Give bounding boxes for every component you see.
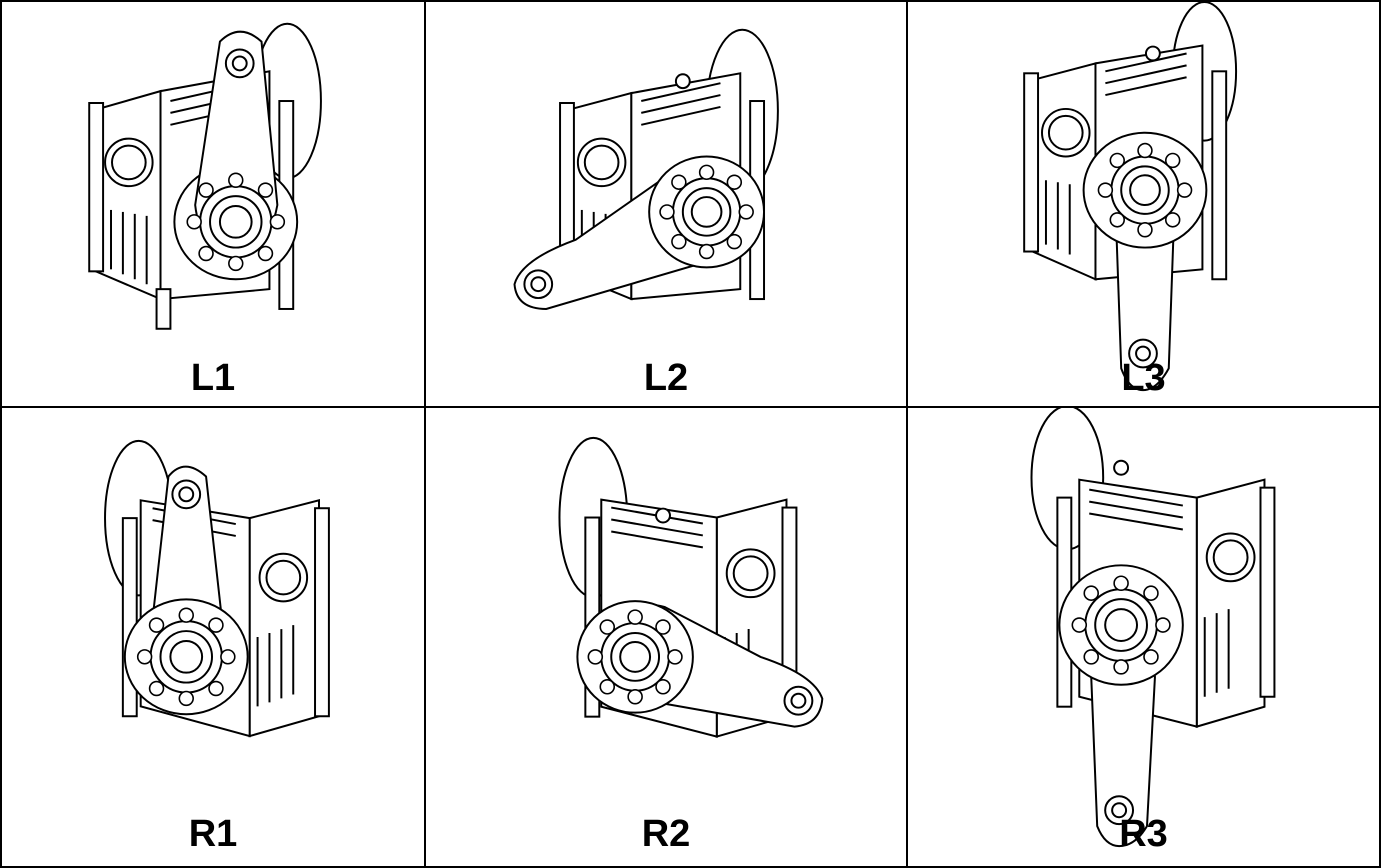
- cell-r1: R1: [0, 408, 426, 868]
- position-label: L1: [190, 357, 236, 399]
- position-label: L2: [643, 357, 689, 399]
- cell-r2: R2: [426, 408, 908, 868]
- position-label: R3: [1119, 813, 1168, 855]
- position-label: R1: [188, 813, 238, 855]
- cell-l2: L2: [426, 0, 908, 408]
- gearbox-drawing-r1: [104, 439, 330, 738]
- cell-r3: R3: [908, 408, 1381, 868]
- position-label: R2: [641, 813, 691, 855]
- gearbox-drawing-r2: [558, 436, 824, 738]
- cell-l3: L3: [908, 0, 1381, 408]
- gearbox-drawing-l1: [88, 22, 322, 330]
- gearbox-drawing-r3: [1030, 408, 1276, 848]
- position-label: L3: [1121, 357, 1166, 399]
- gearbox-drawing-l2: [513, 28, 779, 310]
- cell-l1: L1: [0, 0, 426, 408]
- gearbox-drawing-l3: [1023, 2, 1238, 392]
